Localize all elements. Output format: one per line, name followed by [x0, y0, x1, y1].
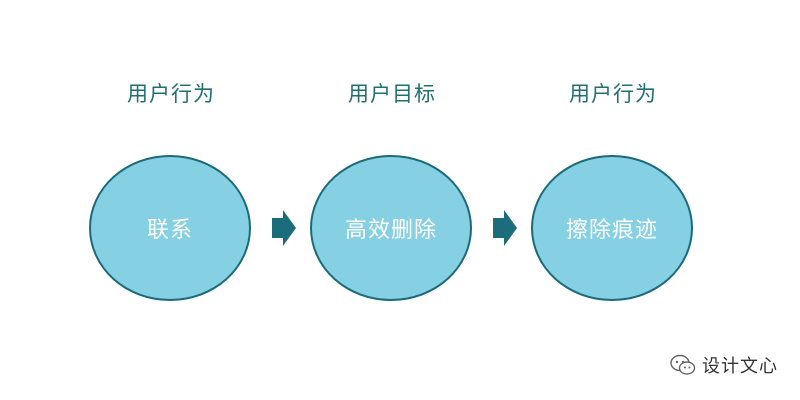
stage-label-3: 用户行为 — [569, 82, 657, 106]
stage-label-1: 用户行为 — [127, 82, 215, 106]
watermark: 设计文心 — [670, 352, 778, 378]
node-efficient-delete: 高效删除 — [310, 155, 472, 301]
arrow-right-icon — [493, 210, 517, 246]
watermark-text: 设计文心 — [702, 356, 778, 377]
node-label-3: 擦除痕迹 — [565, 218, 658, 243]
node-label-2: 高效删除 — [344, 218, 437, 243]
arrow-right-icon — [272, 210, 296, 246]
node-label-1: 联系 — [146, 218, 193, 243]
node-erase-traces: 擦除痕迹 — [531, 155, 693, 301]
node-contact: 联系 — [89, 155, 251, 301]
wechat-icon — [670, 354, 696, 375]
stage-label-2: 用户目标 — [348, 82, 436, 106]
